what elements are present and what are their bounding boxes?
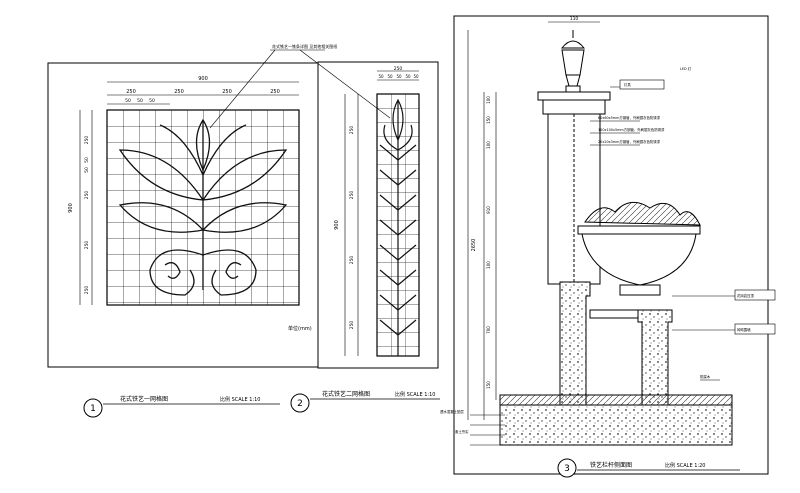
dim-top-1b: 250	[174, 89, 184, 95]
label-concrete: 透水混凝土垫层	[440, 409, 464, 414]
label-soil: 素土夯实	[455, 429, 469, 434]
dim-left-2c: 250	[349, 256, 355, 265]
dimension-lines-1	[79, 81, 299, 305]
dim-small-1c: 50	[149, 98, 155, 104]
label-led: LED 灯	[680, 66, 692, 71]
dim-top-2c: 50	[396, 74, 402, 79]
label-100-tube: 100x100x5mm方钢管，外刷银灰色防锈漆	[598, 127, 665, 132]
dim-left-3d: 910	[486, 206, 491, 214]
dim-top-1c: 250	[222, 89, 232, 95]
sheet-title-1: 花式铁艺一网格图	[120, 395, 168, 403]
sheet-scale-3: 比例 SCALE 1:20	[665, 462, 705, 469]
sheet-3: 110 2650 100 150 100 910 700 100 150 60x…	[440, 15, 776, 478]
dim-left-1f: 250	[84, 286, 90, 295]
dim-left-3c: 100	[486, 141, 491, 149]
sheet-number-circle-3	[557, 458, 577, 478]
dim-left-1d: 250	[84, 191, 90, 200]
dim-left-1b: 50	[84, 157, 90, 163]
sheet-title-3: 铁艺栏杆侧面图	[590, 461, 632, 469]
footings	[499, 281, 733, 446]
dim-left-3b: 150	[486, 116, 491, 124]
planter	[577, 201, 701, 296]
leader-note: 花式铁艺一铁条详图 见其他相关图纸	[209, 43, 391, 129]
leaf-motif-1	[118, 118, 288, 296]
dim-left-1e: 250	[84, 241, 90, 250]
dim-top-3: 110	[570, 16, 579, 22]
dim-height-2: 900	[334, 220, 340, 230]
dim-top-1d: 250	[270, 89, 280, 95]
label-granite: 花岗岩压顶	[737, 293, 755, 298]
dim-top-2a: 50	[378, 74, 384, 79]
dimension-lines-3	[467, 21, 600, 420]
sheet-scale-2: 比例 SCALE 1:10	[395, 391, 435, 398]
dim-top-2d: 50	[405, 74, 411, 79]
sheet-number-circle-2	[290, 393, 310, 413]
dim-top-2b: 50	[387, 74, 393, 79]
sheet-1: 900 250 250 250 250 50 50 50 900 250 50 …	[47, 62, 371, 418]
dim-total-3: 2650	[471, 239, 477, 252]
dim-left-3a: 100	[486, 96, 491, 104]
dim-left-3e: 700	[486, 326, 491, 334]
sheet-number-2: 2	[297, 399, 303, 409]
dim-left-2a: 250	[349, 126, 355, 135]
label-wood: 防腐木	[700, 374, 711, 379]
lamp-fixture	[560, 30, 586, 93]
dim-small-1a: 50	[125, 98, 131, 104]
dimension-lines-2	[344, 70, 419, 356]
label-brick: 砖砌围墙	[737, 327, 751, 332]
label-lamp: 灯具	[624, 82, 631, 87]
sheet-number-1: 1	[90, 404, 96, 414]
dim-left-2b: 250	[349, 191, 355, 200]
sheet-2: 250 50 50 50 50 50 900 250 250 250 250 2…	[290, 61, 440, 413]
label-20-tube: 20x20x3mm方钢管，外刷银灰色防锈漆	[598, 139, 661, 144]
vine-motif-2	[379, 98, 417, 356]
unit-note-1: 单位(mm)	[288, 325, 312, 332]
label-60-tube: 60x60x5mm方钢管，外刷银灰色防锈漆	[598, 115, 661, 120]
dim-total-1: 900	[198, 76, 208, 82]
dim-left-2d: 250	[349, 321, 355, 330]
sheet-scale-1: 比例 SCALE 1:10	[220, 396, 260, 403]
sheet-number-3: 3	[564, 464, 570, 474]
dim-left-3g: 150	[486, 381, 491, 389]
dim-small-1b: 50	[137, 98, 143, 104]
callout-leaders	[470, 79, 776, 446]
dim-left-1a: 250	[84, 136, 90, 145]
leader-note-text: 花式铁艺一铁条详图 见其他相关图纸	[272, 43, 337, 49]
sheet-number-circle-1	[83, 398, 103, 418]
dim-left-1c: 50	[84, 167, 90, 173]
sheet-title-2: 花式铁艺二网格图	[322, 390, 370, 398]
dim-top-2e: 50	[413, 74, 419, 79]
dim-total-2: 250	[394, 66, 403, 72]
dim-height-1: 900	[68, 203, 74, 213]
dim-left-3f: 100	[486, 261, 491, 269]
dim-top-1a: 250	[126, 89, 136, 95]
